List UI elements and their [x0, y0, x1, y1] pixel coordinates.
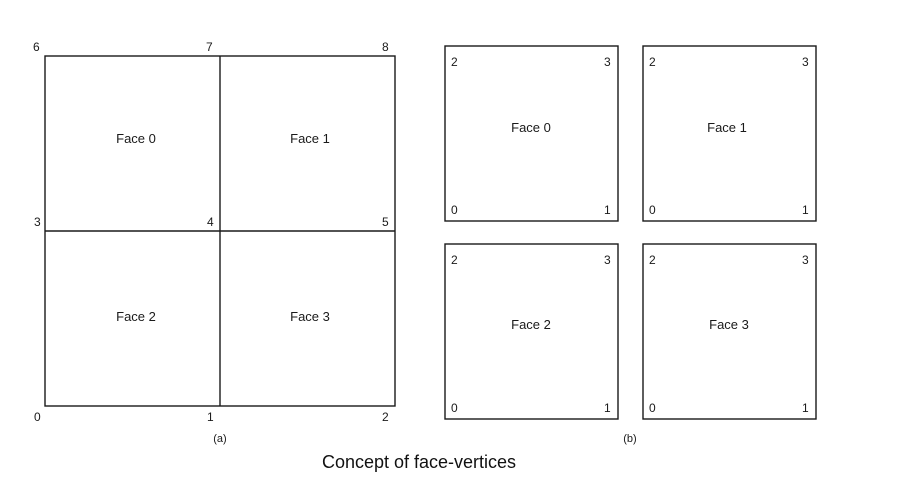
- vertex-label-8: 8: [382, 40, 389, 54]
- panel-b-face-1-label: Face 1: [707, 120, 747, 135]
- panel-b-face-1: 2 3 0 1 Face 1: [642, 45, 817, 222]
- panel-b: 2 3 0 1 Face 0 2 3 0 1 Face 1 2 3 0 1 Fa…: [444, 45, 817, 445]
- panel-a-face-0-label: Face 0: [116, 131, 156, 146]
- corner-label-3: 3: [802, 55, 809, 69]
- panel-a-face-1-label: Face 1: [290, 131, 330, 146]
- corner-label-3: 3: [604, 253, 611, 267]
- corner-label-2: 2: [451, 55, 458, 69]
- panel-b-face-2-outline: [444, 243, 619, 420]
- corner-label-0: 0: [451, 203, 458, 217]
- panel-b-face-1-outline: [642, 45, 817, 222]
- panel-a: 6 7 8 3 4 5 0 1 2 Face 0 Face 1 Face 2 F…: [33, 40, 396, 445]
- corner-label-0: 0: [451, 401, 458, 415]
- panel-b-face-2-label: Face 2: [511, 317, 551, 332]
- panel-b-face-0-outline: [444, 45, 619, 222]
- corner-label-3: 3: [604, 55, 611, 69]
- panel-b-face-2: 2 3 0 1 Face 2: [444, 243, 619, 420]
- corner-label-3: 3: [802, 253, 809, 267]
- vertex-label-0: 0: [34, 410, 41, 424]
- panel-b-face-3: 2 3 0 1 Face 3: [642, 243, 817, 420]
- corner-label-2: 2: [649, 253, 656, 267]
- figure-caption: Concept of face-vertices: [322, 452, 516, 472]
- vertex-label-2: 2: [382, 410, 389, 424]
- panel-b-label: (b): [623, 433, 636, 445]
- corner-label-2: 2: [649, 55, 656, 69]
- vertex-label-4: 4: [207, 215, 214, 229]
- panel-b-face-3-label: Face 3: [709, 317, 749, 332]
- vertex-label-6: 6: [33, 40, 40, 54]
- corner-label-2: 2: [451, 253, 458, 267]
- panel-b-face-0: 2 3 0 1 Face 0: [444, 45, 619, 222]
- panel-b-face-3-outline: [642, 243, 817, 420]
- panel-a-label: (a): [213, 433, 226, 445]
- panel-b-face-0-label: Face 0: [511, 120, 551, 135]
- corner-label-1: 1: [802, 203, 809, 217]
- corner-label-0: 0: [649, 401, 656, 415]
- corner-label-1: 1: [604, 203, 611, 217]
- vertex-label-1: 1: [207, 410, 214, 424]
- vertex-label-5: 5: [382, 215, 389, 229]
- vertex-label-7: 7: [206, 40, 213, 54]
- panel-a-face-3-label: Face 3: [290, 309, 330, 324]
- panel-a-face-2-label: Face 2: [116, 309, 156, 324]
- corner-label-1: 1: [604, 401, 611, 415]
- vertex-label-3: 3: [34, 215, 41, 229]
- corner-label-1: 1: [802, 401, 809, 415]
- corner-label-0: 0: [649, 203, 656, 217]
